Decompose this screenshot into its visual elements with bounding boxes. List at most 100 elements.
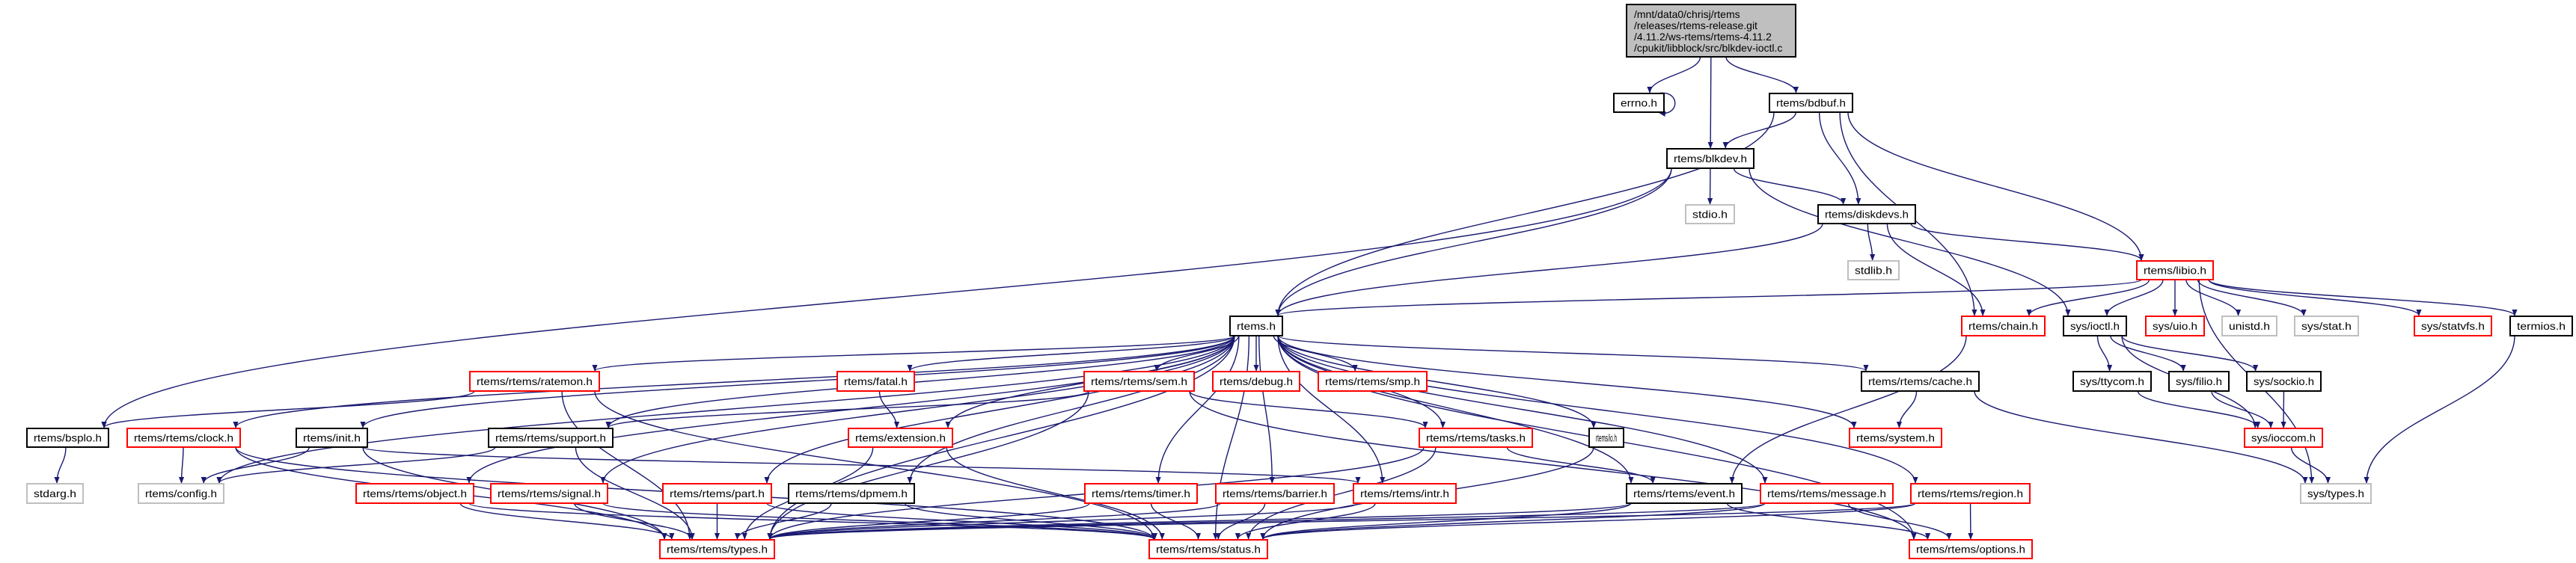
edge-rtems-to-region: [1277, 335, 1918, 484]
node-object[interactable]: rtems/rtems/object.h: [355, 483, 474, 504]
edge-intr-to-types: [767, 502, 1359, 540]
node-box: [1318, 371, 1428, 392]
node-cache[interactable]: rtems/rtems/cache.h: [1861, 371, 1980, 392]
node-ratemon[interactable]: rtems/rtems/ratemon.h: [469, 371, 600, 392]
node-box: [2244, 428, 2323, 448]
node-sockio[interactable]: sys/sockio.h: [2246, 371, 2322, 392]
node-sem[interactable]: rtems/rtems/sem.h: [1083, 371, 1195, 392]
edge-blkdev-to-diskdevs: [1733, 167, 1847, 205]
node-box: [2063, 316, 2127, 336]
node-box: [2168, 371, 2230, 392]
node-box: [2509, 316, 2573, 336]
edge-blkdev-to-ioctl: [1749, 167, 2071, 316]
node-system[interactable]: rtems/system.h: [1849, 428, 1942, 448]
node-blkdev[interactable]: rtems/blkdev.h: [1666, 148, 1754, 169]
node-diskdevs[interactable]: rtems/diskdevs.h: [1817, 204, 1916, 224]
node-box: [659, 539, 775, 559]
node-part[interactable]: rtems/rtems/part.h: [662, 483, 772, 504]
node-ioccom[interactable]: sys/ioccom.h: [2244, 428, 2323, 448]
node-fatal[interactable]: rtems/fatal.h: [836, 371, 915, 392]
edge-ratemon-to-bsplo: [101, 390, 475, 428]
node-libio[interactable]: rtems/libio.h: [2136, 260, 2214, 280]
node-chain[interactable]: rtems/chain.h: [1961, 316, 2046, 336]
node-label: rtems/rtems/types.h: [667, 544, 768, 556]
node-intr[interactable]: rtems/rtems/intr.h: [1353, 483, 1457, 504]
node-box: [469, 371, 600, 392]
node-types[interactable]: rtems/rtems/types.h: [659, 539, 775, 559]
node-rtems[interactable]: rtems.h: [1229, 316, 1283, 336]
edge-rtems-to-types: [767, 335, 1235, 540]
node-region[interactable]: rtems/rtems/region.h: [1910, 483, 2031, 504]
node-box: [1613, 93, 1665, 113]
node-box: [2145, 316, 2205, 336]
node-label: rtems/fatal.h: [844, 375, 908, 387]
node-clock[interactable]: rtems/rtems/clock.h: [126, 428, 241, 448]
node-box: [2221, 316, 2277, 336]
node-debug[interactable]: rtems/debug.h: [1212, 371, 1300, 392]
edge-bdbuf-to-diskdevs: [1818, 111, 1861, 205]
node-label: sys/uio.h: [2153, 320, 2197, 332]
edge-diskdevs-to-libio: [1910, 223, 2144, 261]
node-box: [355, 483, 474, 504]
node-errno[interactable]: errno.h: [1613, 93, 1665, 113]
node-barrier[interactable]: rtems/rtems/barrier.h: [1215, 483, 1335, 504]
node-label-line: /4.11.2/ws-rtems/rtems-4.11.2: [1634, 31, 1772, 43]
edge-bdbuf-to-libio: [1847, 111, 2144, 261]
node-timer[interactable]: rtems/rtems/timer.h: [1084, 483, 1198, 504]
edge-message-to-options: [1847, 502, 1952, 540]
node-label: rtems/blkdev.h: [1674, 153, 1747, 164]
node-bdbuf[interactable]: rtems/bdbuf.h: [1769, 93, 1853, 113]
node-systypes: sys/types.h: [2300, 483, 2372, 504]
node-label: rtems/system.h: [1856, 432, 1935, 444]
node-signal[interactable]: rtems/rtems/signal.h: [490, 483, 608, 504]
edge-dpmem-to-status: [904, 502, 1157, 540]
edge-support-to-types: [575, 446, 695, 540]
edge-timer-to-status: [1150, 502, 1202, 540]
node-label-line: /mnt/data0/chrisj/rtems: [1634, 8, 1740, 20]
node-label: rtems/rtems/message.h: [1767, 487, 1886, 499]
edge-blkdev-to-bsplo: [101, 167, 1672, 428]
node-ttycom[interactable]: sys/ttycom.h: [2072, 371, 2152, 392]
node-message[interactable]: rtems/rtems/message.h: [1760, 483, 1894, 504]
node-support[interactable]: rtems/rtems/support.h: [488, 428, 614, 448]
edge-termios-to-systypes: [2364, 335, 2515, 484]
edge-diskdevs-to-stdlib: [1867, 223, 1876, 261]
node-filio[interactable]: sys/filio.h: [2168, 371, 2230, 392]
node-extension[interactable]: rtems/extension.h: [848, 428, 953, 448]
node-status[interactable]: rtems/rtems/status.h: [1148, 539, 1268, 559]
edge-libio-to-chain: [2026, 279, 2150, 316]
node-box: [1861, 371, 1980, 392]
node-label: rtems/rtems/smp.h: [1325, 375, 1420, 387]
node-stdlib: stdlib.h: [1847, 260, 1900, 280]
node-ioctl[interactable]: sys/ioctl.h: [2063, 316, 2127, 336]
node-label: rtems/rtems/support.h: [495, 432, 606, 444]
edge-rtems-to-init: [360, 335, 1235, 428]
node-label: rtems/rtems/sem.h: [1091, 375, 1187, 387]
node-config: rtems/config.h: [138, 483, 224, 504]
edge-rtems-to-timer: [1155, 335, 1240, 484]
node-io[interactable]: rtems/io.h: [1588, 428, 1624, 448]
node-bsplo[interactable]: rtems/bsplo.h: [26, 428, 109, 448]
node-label-line: /releases/rtems-release.git: [1634, 19, 1757, 31]
node-label: sys/filio.h: [2176, 375, 2222, 387]
edge-sem-to-options: [1189, 390, 1917, 540]
node-label: rtems/rtems/event.h: [1633, 487, 1735, 499]
node-termios[interactable]: termios.h: [2509, 316, 2573, 336]
node-label: rtems.h: [1237, 320, 1276, 332]
node-options[interactable]: rtems/rtems/options.h: [1909, 539, 2033, 559]
edge-rtems-to-message: [1277, 335, 1768, 484]
node-statvfs[interactable]: sys/statvfs.h: [2414, 316, 2492, 336]
node-label: sys/statvfs.h: [2421, 320, 2485, 332]
node-dpmem[interactable]: rtems/rtems/dpmem.h: [788, 483, 915, 504]
node-uio[interactable]: sys/uio.h: [2145, 316, 2205, 336]
node-label: rtems/libio.h: [2144, 265, 2206, 277]
node-tasks[interactable]: rtems/rtems/tasks.h: [1419, 428, 1533, 448]
node-event[interactable]: rtems/rtems/event.h: [1626, 483, 1743, 504]
node-label: rtems/io.h: [1596, 432, 1617, 444]
node-smp[interactable]: rtems/rtems/smp.h: [1318, 371, 1428, 392]
node-label-line: /cpukit/libblock/src/blkdev-ioctl.c: [1634, 42, 1782, 54]
node-label: rtems/rtems/options.h: [1916, 544, 2025, 556]
node-init[interactable]: rtems/init.h: [296, 428, 368, 448]
node-root[interactable]: /mnt/data0/chrisj/rtems/releases/rtems-r…: [1626, 4, 1796, 58]
edge-libio-to-unistd: [2185, 279, 2242, 316]
